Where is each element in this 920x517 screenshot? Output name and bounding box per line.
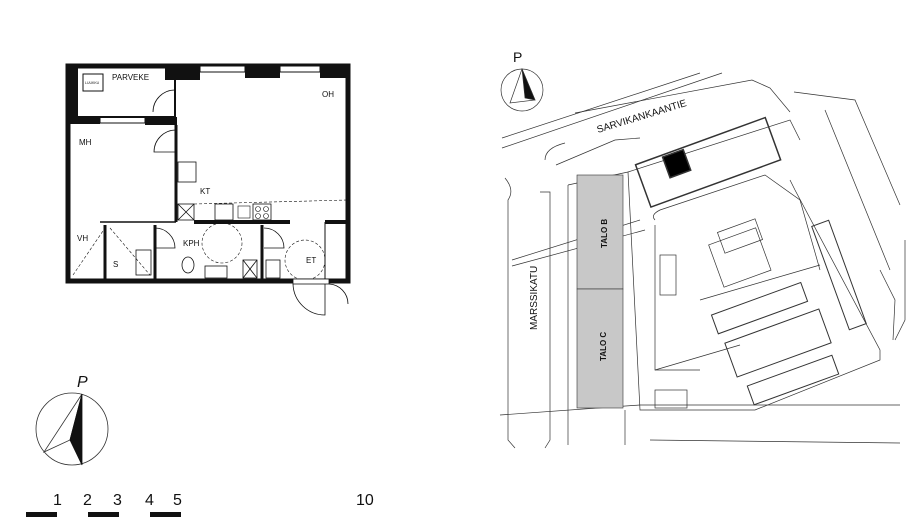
street-label-sarvikankaantie: SARVIKANKAANTIE bbox=[596, 98, 689, 136]
compass-arrow-icon bbox=[521, 68, 536, 101]
door-swing bbox=[152, 89, 176, 113]
room-label-bedroom: MH bbox=[79, 138, 92, 147]
sauna-stove bbox=[135, 249, 152, 276]
scale-tick: 4 bbox=[145, 492, 154, 509]
carport bbox=[811, 219, 867, 331]
fridge bbox=[177, 161, 197, 183]
outer-wall bbox=[65, 63, 351, 284]
stove bbox=[252, 203, 272, 221]
room-label-entrance: ET bbox=[306, 256, 316, 265]
compass-circle bbox=[500, 68, 544, 112]
outbuilding bbox=[716, 218, 764, 254]
scale-bar: 1 2 3 4 5 10 bbox=[26, 492, 374, 517]
carport bbox=[710, 281, 809, 335]
outbuilding bbox=[654, 389, 688, 409]
street-label-marssikatu: MARSSIKATU bbox=[529, 266, 540, 330]
talo-c-label: TALO C bbox=[599, 332, 608, 361]
scale-tick: 5 bbox=[173, 492, 182, 509]
scale-tick: 2 bbox=[83, 492, 92, 509]
scale-tick: 10 bbox=[356, 492, 374, 509]
talo-buildings: TALO B TALO C bbox=[576, 174, 624, 409]
floor-plan bbox=[65, 63, 351, 316]
carport bbox=[746, 354, 840, 406]
room-label-living-room: OH bbox=[322, 90, 334, 99]
toilet bbox=[181, 256, 195, 274]
washbasin bbox=[204, 265, 228, 279]
window bbox=[199, 65, 246, 73]
room-label-kitchen: KT bbox=[200, 187, 210, 196]
window bbox=[279, 65, 321, 73]
entrance-door-swing bbox=[292, 283, 326, 316]
carport bbox=[724, 308, 832, 378]
storage-box bbox=[82, 73, 104, 92]
site-plan bbox=[499, 68, 906, 449]
compass-circle bbox=[35, 392, 109, 466]
highlighted-apartment bbox=[661, 148, 692, 179]
sink bbox=[214, 203, 234, 221]
talo-b-building bbox=[576, 174, 624, 290]
room-labels: LUUKKU PARVEKE OH MH KT VH S KPH ET bbox=[77, 73, 334, 269]
room-label-wardrobe: VH bbox=[77, 234, 88, 243]
door-swing bbox=[153, 129, 177, 153]
scale-tick: 1 bbox=[53, 492, 62, 509]
room-label-balcony: PARVEKE bbox=[112, 73, 149, 82]
outbuilding bbox=[659, 254, 677, 296]
talo-c-building bbox=[576, 288, 624, 409]
scale-tick: 3 bbox=[113, 492, 122, 509]
compass-arrow-icon bbox=[69, 393, 83, 466]
storage-box-label: LUUKKU bbox=[85, 81, 100, 85]
room-label-bathroom: KPH bbox=[183, 239, 200, 248]
north-arrow-floorplan: P bbox=[35, 374, 109, 466]
site-compass-label: P bbox=[513, 49, 522, 65]
talo-b-label: TALO B bbox=[600, 219, 609, 248]
compass-label: P bbox=[77, 374, 88, 391]
apartment-building bbox=[634, 116, 782, 209]
room-label-sauna: S bbox=[113, 260, 118, 269]
